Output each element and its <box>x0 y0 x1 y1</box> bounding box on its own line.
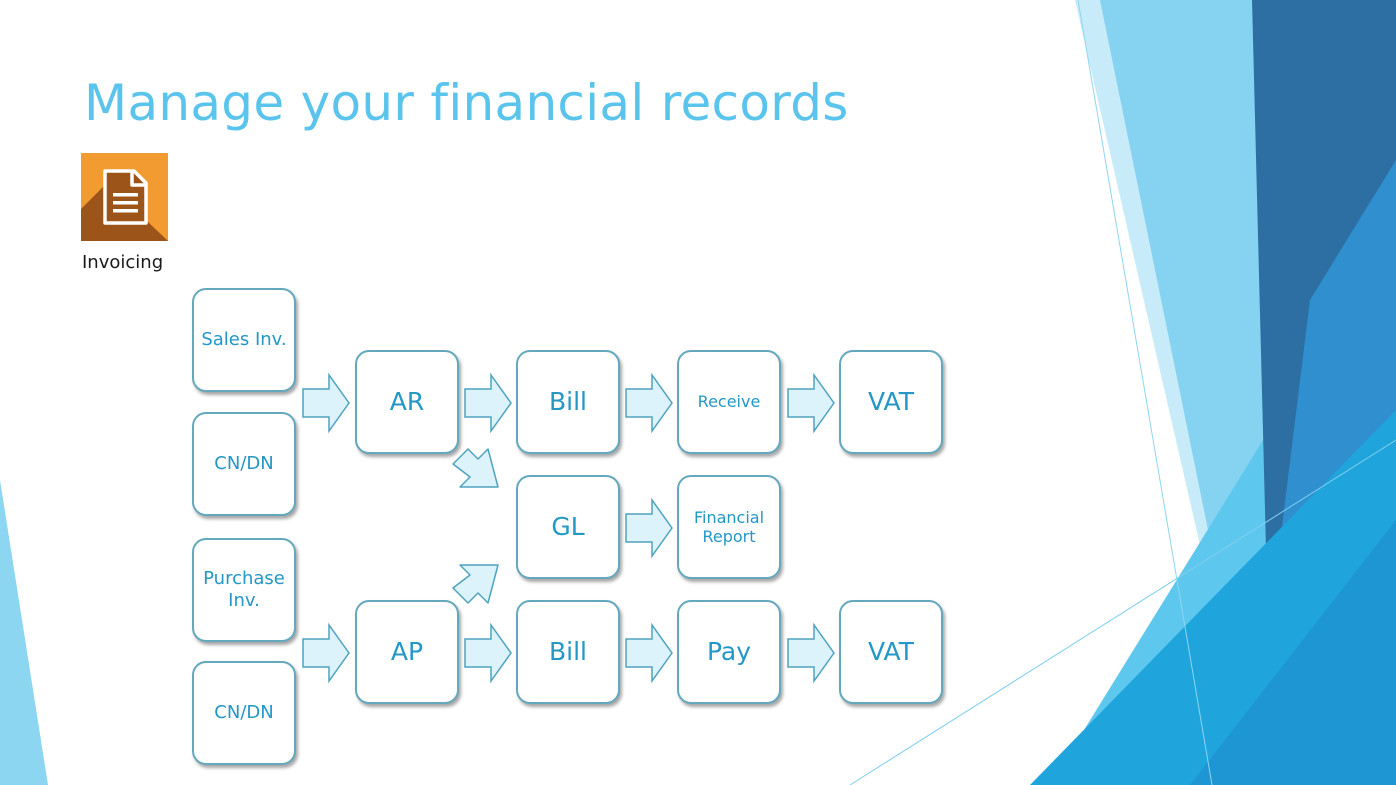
sales-cn-dn-box: CN/DN <box>192 412 296 516</box>
pay-box: Pay <box>677 600 781 704</box>
arrow-ar-to-bill <box>464 372 512 434</box>
vat-ap-box: VAT <box>839 600 943 704</box>
deco-thin-line-2 <box>849 439 1396 785</box>
arrow-pay-to-vat <box>787 622 835 684</box>
deco-corner-facet <box>1190 520 1396 785</box>
arrow-ap-to-bill <box>464 622 512 684</box>
arrow-bill-to-pay <box>625 622 673 684</box>
gl-box: GL <box>516 475 620 579</box>
bill-ar-box: Bill <box>516 350 620 454</box>
vat-ar-box: VAT <box>839 350 943 454</box>
receive-box: Receive <box>677 350 781 454</box>
arrow-purchase-to-ap <box>302 622 350 684</box>
deco-thin-line-1 <box>1077 0 1213 785</box>
invoicing-app-label: Invoicing <box>82 252 164 273</box>
purchase-cn-dn-box: CN/DN <box>192 661 296 765</box>
arrow-bill-to-receive <box>625 372 673 434</box>
document-icon <box>81 169 168 241</box>
slide-title: Manage your financial records <box>84 74 849 132</box>
invoicing-app-icon[interactable] <box>81 153 168 241</box>
deco-light-sliver-left <box>0 480 48 785</box>
arrow-ar-to-gl <box>452 448 499 488</box>
arrow-receive-to-vat <box>787 372 835 434</box>
arrow-gl-to-financial-report <box>625 497 673 559</box>
arrow-sales-to-ar <box>302 372 350 434</box>
financial-report-box: Financial Report <box>677 475 781 579</box>
arrow-ap-to-gl <box>452 564 499 604</box>
ar-box: AR <box>355 350 459 454</box>
sales-invoice-box: Sales Inv. <box>192 288 296 392</box>
ap-box: AP <box>355 600 459 704</box>
bill-ap-box: Bill <box>516 600 620 704</box>
purchase-invoice-box: Purchase Inv. <box>192 538 296 642</box>
